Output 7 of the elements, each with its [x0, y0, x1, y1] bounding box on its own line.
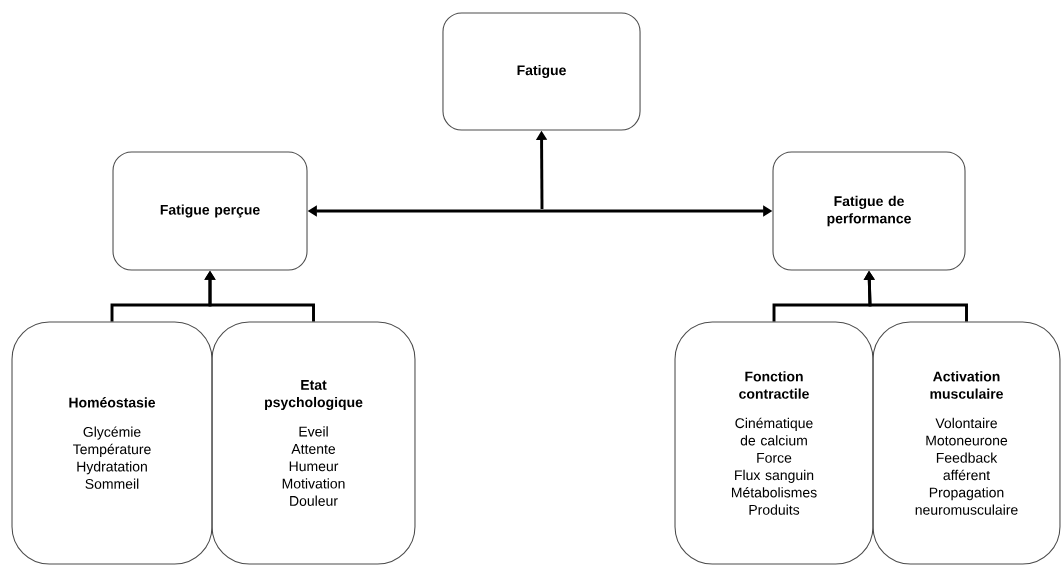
process-box: Fatigue de performance [772, 151, 966, 271]
process-box: Fatigue [442, 12, 641, 131]
category-box: Fonction contractile Cinématique de calcium Force Flux sanguin Métabolismes Produits [674, 321, 874, 565]
category-box: Etat psychologique Eveil Attente Humeur Motivation Douleur [211, 321, 416, 565]
category-box: Homéostasie Glycémie Température Hydratation Sommeil [11, 321, 213, 565]
category-box: Activation musculaire Volontaire Motoneurone Feedback afférent Propagation neuromusculaire [872, 321, 1061, 565]
process-box: Fatigue perçue [112, 151, 308, 271]
